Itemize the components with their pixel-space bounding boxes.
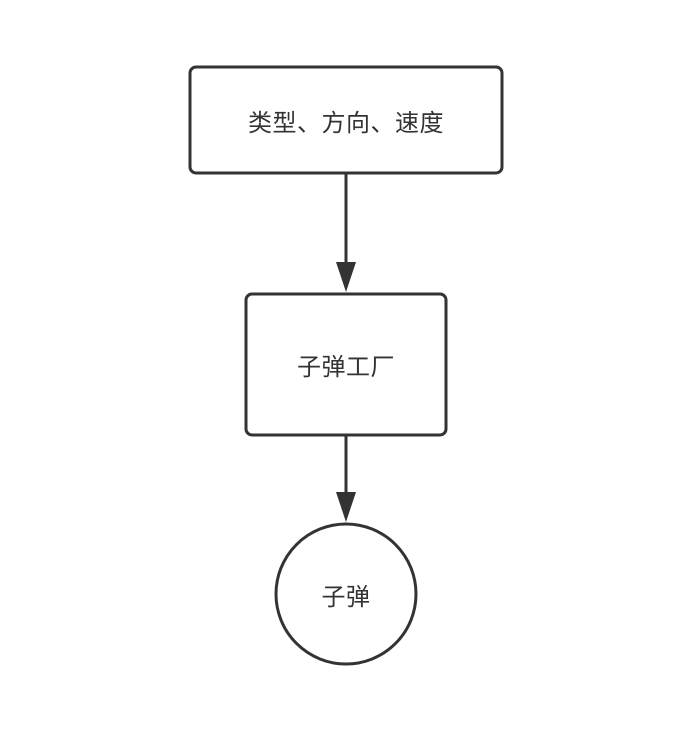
- node-input-label: 类型、方向、速度: [248, 108, 444, 137]
- node-bullet-circle: [274, 522, 418, 666]
- node-bullet-label: 子弹: [321, 582, 371, 611]
- edge-input-to-factory-arrowhead: [336, 262, 356, 292]
- edge-factory-to-bullet-arrowhead: [336, 492, 356, 522]
- node-factory-label: 子弹工厂: [297, 353, 395, 381]
